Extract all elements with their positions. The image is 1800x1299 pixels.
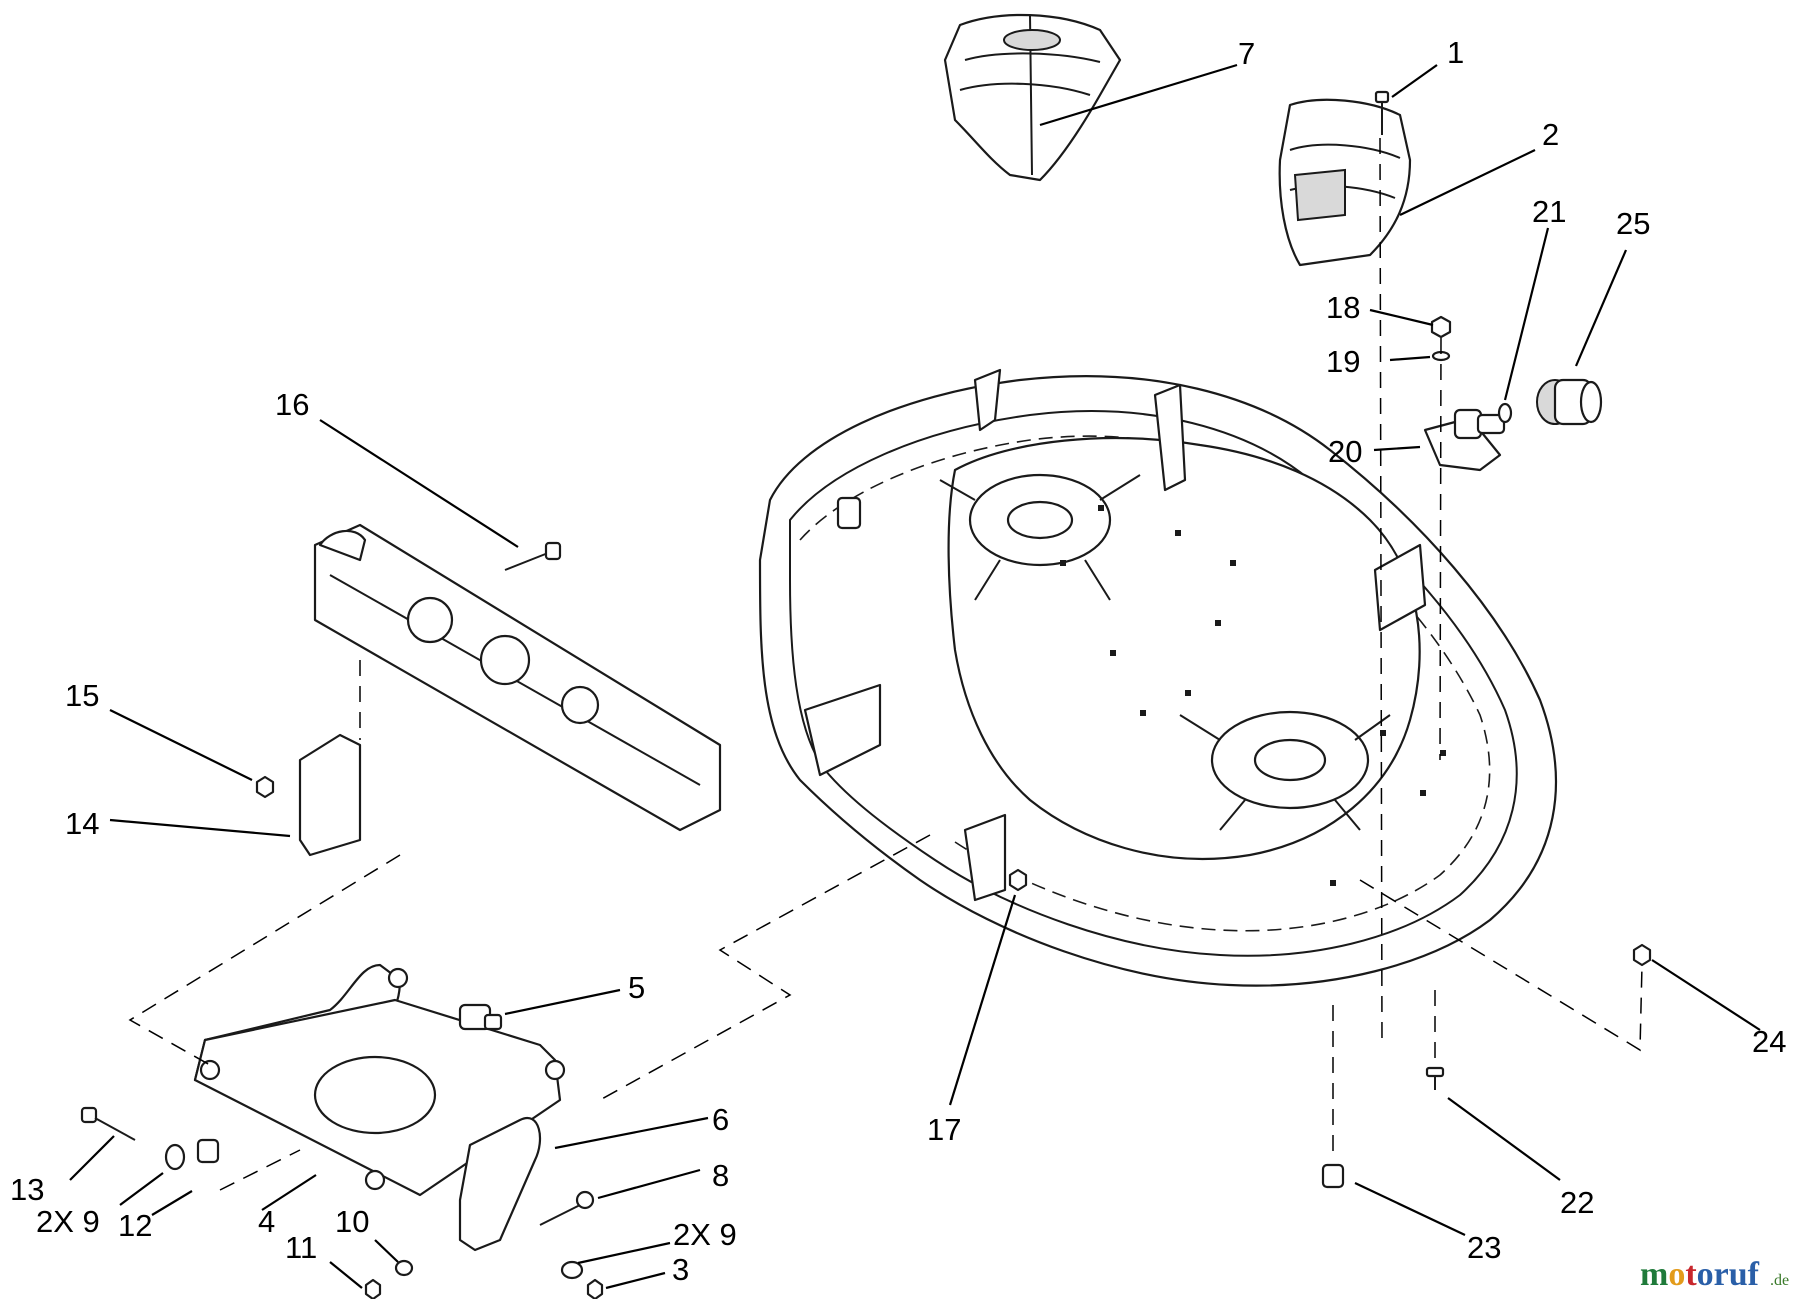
deck-mount-front [803, 683, 882, 777]
screw-1 [1374, 90, 1390, 135]
nut-18 [1430, 315, 1452, 339]
watermark-logo: motoruf .de [1640, 1256, 1789, 1293]
discharge-chute-7 [943, 13, 1122, 182]
callout-21: 21 [1532, 194, 1566, 229]
callout-4: 4 [258, 1204, 275, 1239]
callout-labels: 1 2 3 4 5 6 7 8 2X 9 2X 9 10 11 12 13 14… [10, 35, 1786, 1287]
deck-holes [1060, 505, 1446, 886]
callout-12: 12 [118, 1208, 152, 1243]
nut-24 [1632, 943, 1652, 967]
svg-text:motoruf: motoruf [1640, 1256, 1760, 1293]
callout-23-label: 23 [1467, 1230, 1501, 1265]
callout-18: 18 [1326, 290, 1360, 325]
callout-2: 2 [1542, 117, 1559, 152]
shoulder-bolt-5 [458, 1003, 503, 1031]
mower-deck [758, 368, 1558, 987]
callout-16: 16 [275, 387, 309, 422]
deck-fin-right [1373, 543, 1427, 632]
callout-14: 14 [65, 806, 99, 841]
leader-lines [69, 63, 1761, 1290]
callout-3: 3 [672, 1252, 689, 1287]
watermark-t: t [1685, 1256, 1697, 1293]
callout-13: 13 [10, 1172, 44, 1207]
o-ring-21 [1497, 402, 1513, 424]
deck-roller [836, 496, 862, 530]
discharge-chute-2 [1278, 98, 1412, 267]
bolt-23 [1321, 1163, 1345, 1189]
nut-15 [255, 775, 275, 799]
bolt-8 [539, 1190, 595, 1226]
washer-9-right [560, 1260, 584, 1280]
bolt-22 [1425, 1066, 1445, 1090]
spindle-housing-right [1179, 710, 1391, 831]
bracket-6 [458, 1116, 542, 1252]
callout-5: 5 [628, 970, 645, 1005]
callout-15: 15 [65, 678, 99, 713]
callout-22-label: 22 [1560, 1185, 1594, 1220]
callout-9-right: 2X 9 [673, 1217, 737, 1252]
assembly-lines [128, 137, 1643, 1191]
callout-17: 17 [927, 1112, 961, 1147]
bolt-16 [504, 541, 562, 571]
watermark-o: o [1668, 1256, 1685, 1293]
bracket-14 [298, 733, 362, 857]
callout-22-cap: 25 [1616, 206, 1650, 241]
nut-11 [364, 1278, 382, 1299]
callout-19: 19 [1326, 344, 1360, 379]
callout-20: 20 [1328, 434, 1362, 469]
callout-9-left: 2X 9 [36, 1204, 100, 1239]
deck-fin-center [1153, 383, 1187, 492]
bolt-13 [80, 1106, 136, 1141]
callout-6: 6 [712, 1102, 729, 1137]
nut-17 [1008, 868, 1028, 892]
callout-7: 7 [1238, 36, 1255, 71]
watermark-domain: .de [1770, 1272, 1789, 1289]
callout-24: 24 [1752, 1024, 1786, 1059]
lift-arm-assembly [313, 523, 722, 832]
spindle-housing-left [939, 473, 1141, 601]
spacer-12 [196, 1138, 220, 1164]
washer-9-left [164, 1143, 186, 1171]
callout-10: 10 [335, 1204, 369, 1239]
wash-port-fitting-20 [1423, 408, 1506, 472]
callout-1: 1 [1447, 35, 1464, 70]
deck-fin-left [973, 368, 1002, 432]
washer-10 [394, 1259, 414, 1277]
watermark-rest: oruf [1697, 1256, 1760, 1293]
callout-8: 8 [712, 1158, 729, 1193]
callout-11: 11 [285, 1230, 317, 1265]
deck-mount-bracket [963, 813, 1007, 902]
cap-25 [1536, 378, 1603, 426]
nut-3 [586, 1278, 604, 1299]
watermark-m: m [1640, 1256, 1668, 1293]
